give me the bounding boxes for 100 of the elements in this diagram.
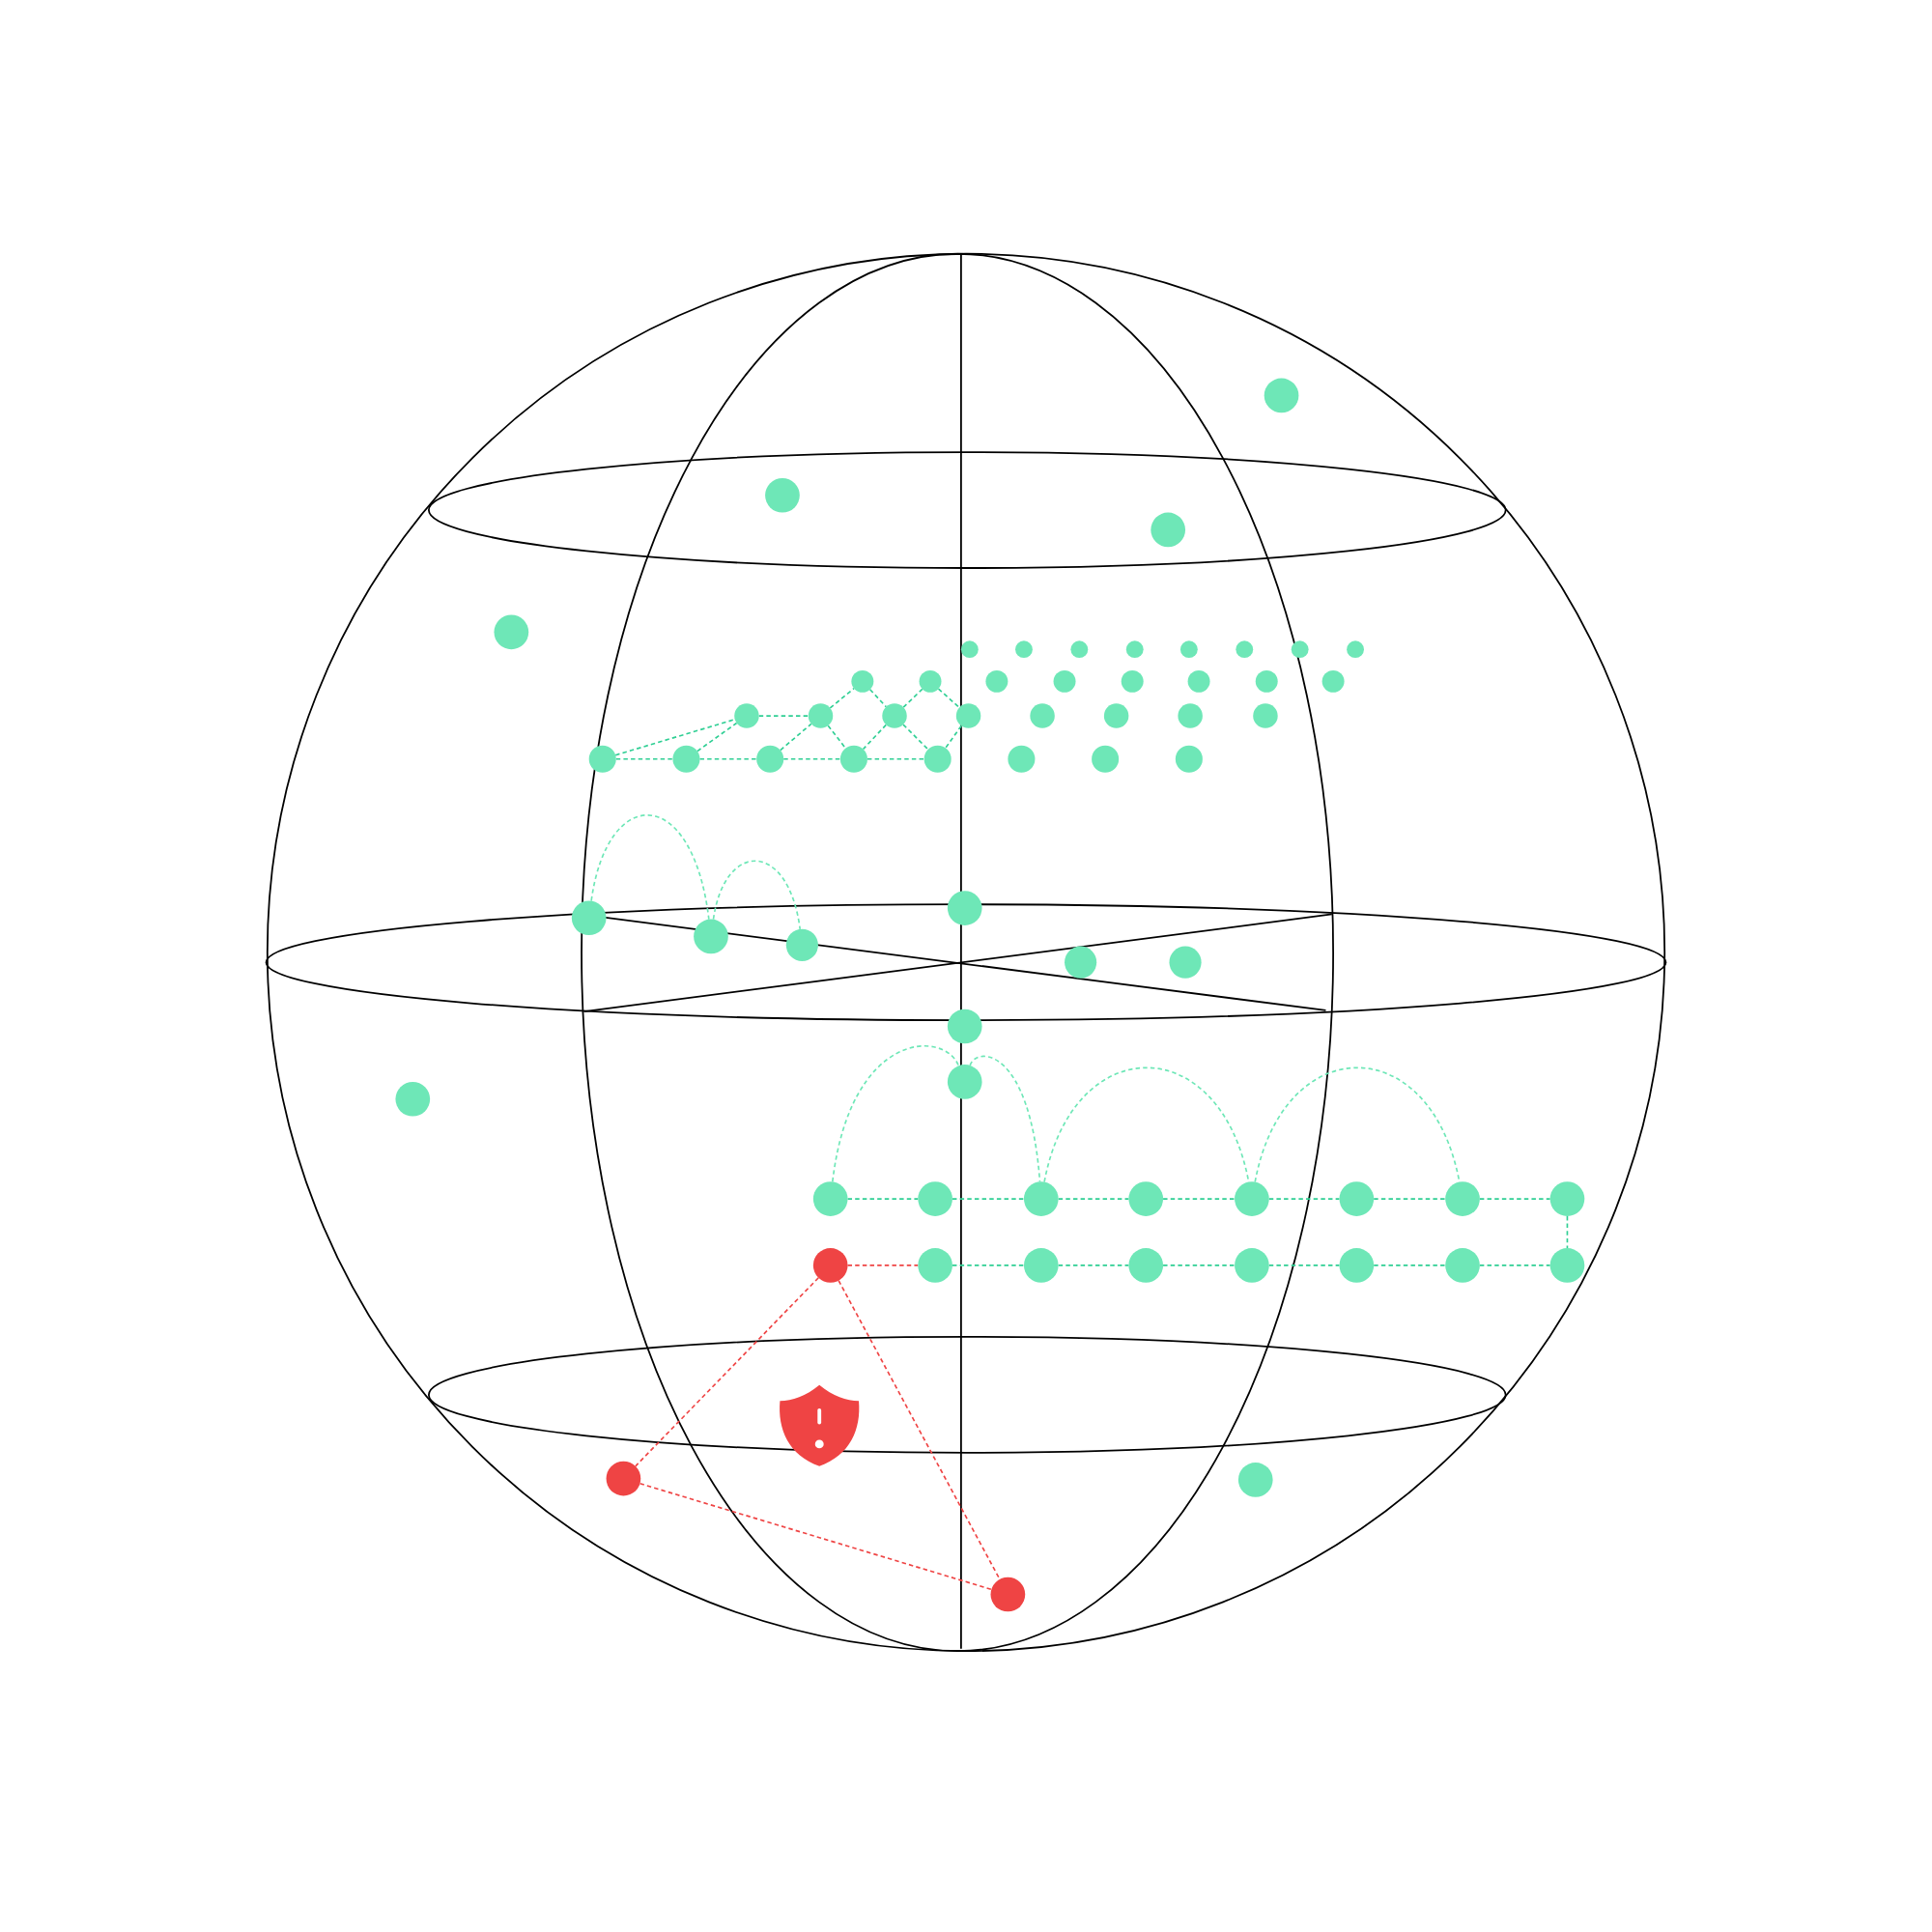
dashed-connector (952, 1264, 1025, 1266)
dashed-connector (757, 715, 810, 717)
dot-node (882, 703, 907, 728)
dashed-connector (937, 688, 960, 709)
dot-node (1235, 1248, 1269, 1283)
dot-node (785, 928, 818, 961)
dashed-connector (862, 724, 888, 751)
dot-node (1128, 1181, 1164, 1216)
dot-node (1103, 703, 1129, 728)
dot-node (1347, 640, 1364, 659)
dot-node (395, 1081, 431, 1117)
dot-node (606, 1461, 641, 1496)
dot-node (672, 745, 700, 773)
dashed-connector (846, 1264, 920, 1266)
dot-node (1179, 640, 1198, 659)
dashed-connector (1373, 1264, 1446, 1266)
dot-node (919, 669, 942, 693)
dot-node (1178, 703, 1203, 728)
dot-node (1264, 378, 1299, 413)
dashed-connector (698, 757, 757, 760)
dot-node (812, 1248, 848, 1283)
dashed-connector (1162, 1264, 1236, 1266)
dot-node (1321, 669, 1345, 693)
dot-node (1549, 1181, 1585, 1216)
dot-node (1023, 1181, 1059, 1216)
dot-node (571, 900, 607, 936)
dashed-connector (902, 688, 923, 709)
dot-node (1445, 1248, 1480, 1283)
dashed-connector (969, 1055, 1041, 1183)
dot-node (947, 1009, 982, 1044)
dot-node (1008, 745, 1036, 773)
dot-node (1255, 669, 1278, 693)
dot-node (918, 1181, 952, 1216)
dot-node (1339, 1248, 1375, 1283)
dashed-connector (952, 1198, 1025, 1200)
dot-node (1125, 640, 1144, 659)
dot-node (1445, 1181, 1480, 1216)
dashed-connector (1057, 1198, 1130, 1200)
dot-node (1339, 1181, 1375, 1216)
dashed-connector (1267, 1198, 1341, 1200)
dot-node (955, 703, 981, 728)
dot-node (947, 891, 982, 925)
dot-node (588, 745, 616, 773)
dot-node (918, 1248, 952, 1283)
dot-node (765, 477, 800, 513)
dashed-connector (712, 860, 802, 930)
dashed-connector (867, 757, 925, 760)
dot-node (1175, 745, 1203, 773)
dashed-connector (827, 724, 847, 750)
dashed-connector (780, 723, 812, 752)
dot-node (1253, 703, 1278, 728)
dot-node (1549, 1248, 1585, 1283)
dashed-connector (868, 688, 888, 708)
dot-node (808, 703, 834, 728)
dashed-connector (846, 1198, 920, 1200)
dot-node (812, 1181, 848, 1216)
dashed-connector (696, 722, 738, 753)
dot-node (1015, 640, 1033, 659)
dot-node (1237, 1463, 1273, 1497)
dot-node (1236, 640, 1254, 659)
dashed-connector (1057, 1264, 1130, 1266)
dashed-connector (945, 724, 962, 750)
dot-node (1053, 669, 1076, 693)
dot-node (947, 1065, 982, 1099)
dot-node (1121, 669, 1144, 693)
dashed-connector (1254, 1066, 1461, 1183)
dashed-connector (831, 1044, 960, 1183)
dot-node (851, 669, 874, 693)
dashed-connector (782, 757, 841, 760)
dashed-connector (614, 718, 736, 756)
dot-node (990, 1577, 1026, 1612)
dot-node (1291, 640, 1309, 659)
dashed-connector (590, 814, 710, 921)
dashed-connector (1267, 1264, 1341, 1266)
dot-node (985, 669, 1009, 693)
dot-node (1030, 703, 1055, 728)
dot-node (1187, 669, 1210, 693)
dot-node (494, 614, 529, 650)
dashed-connector (635, 1276, 820, 1467)
dashed-connector (1162, 1198, 1236, 1200)
dot-node (1151, 512, 1186, 548)
dashed-connector (614, 757, 674, 760)
dot-node (1070, 640, 1089, 659)
dot-node (694, 919, 728, 954)
dot-node (1169, 946, 1202, 979)
dot-node (1235, 1181, 1269, 1216)
dot-node (756, 745, 784, 773)
dot-node (734, 703, 759, 728)
dot-node (1128, 1248, 1164, 1283)
dashed-connector (1479, 1264, 1551, 1266)
dashed-connector (829, 687, 855, 709)
dot-node (1065, 946, 1097, 979)
dashed-connector (838, 1279, 1001, 1580)
dot-node (839, 745, 867, 773)
dot-node (1092, 745, 1120, 773)
dot-node (960, 640, 979, 659)
dashed-connector (1373, 1198, 1446, 1200)
dashed-connector (639, 1482, 993, 1591)
dashed-connector (902, 724, 929, 751)
dashed-connector (1566, 1215, 1569, 1249)
